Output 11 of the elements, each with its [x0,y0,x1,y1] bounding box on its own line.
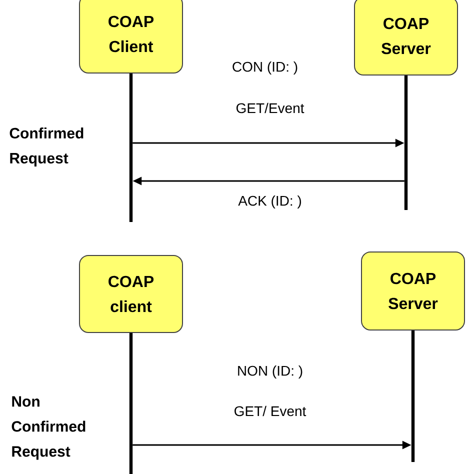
message-label: NON (ID: ) [238,365,302,379]
message-label: CON (ID: ) [232,61,298,75]
process-box: COAP Client [79,0,183,74]
edge-label: ACK (ID: ) [238,195,302,209]
side-label: Confirmed Request [10,128,84,166]
process-box: COAP Server [354,0,458,76]
process-box: COAP client [79,255,183,333]
edge-label: GET/ Event [234,406,306,416]
side-label: Non Confirmed Request [12,396,86,460]
process-box: COAP Server [361,252,465,330]
edge-label: GET/Event [236,102,304,114]
